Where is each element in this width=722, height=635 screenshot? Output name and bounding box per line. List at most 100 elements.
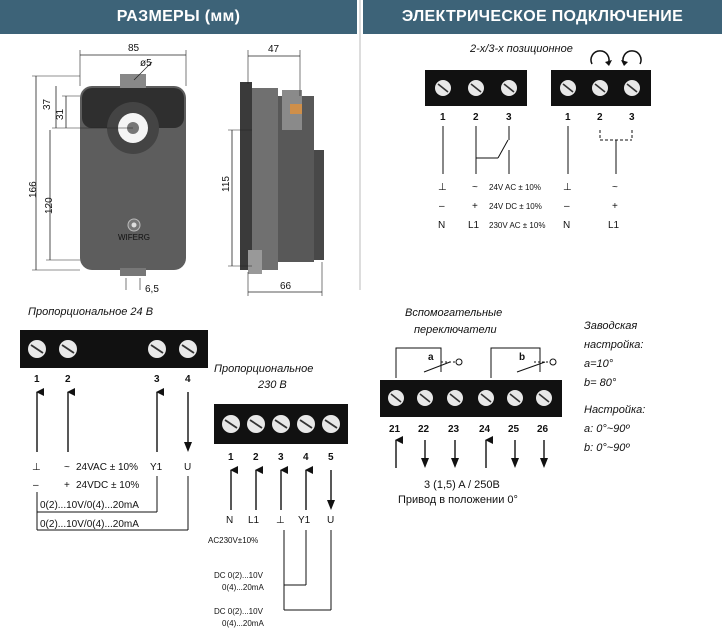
aux-term-21: 21 — [389, 424, 401, 435]
prop230-label-u: U — [327, 515, 334, 526]
prop230-label-n: N — [226, 515, 233, 526]
dim-166: 166 — [28, 181, 39, 198]
prop230-dc1-line2: 0(4)...20mA — [222, 583, 264, 592]
dim-47: 47 — [268, 44, 280, 55]
pos23-right-c1-r3: N — [563, 220, 570, 231]
settings-factory-1: Заводская — [584, 320, 637, 332]
prop24-signal-2: 0(2)...10V/0(4)...20mA — [40, 519, 139, 530]
pos23-left-c1-r2: – — [439, 201, 445, 212]
aux-switch-b: b — [519, 352, 525, 363]
aux-switch-a: a — [428, 352, 434, 363]
actuator-body-front — [80, 86, 186, 270]
prop24-spec-2: 24VDC ± 10% — [76, 480, 139, 491]
logo-text: WIFERG — [118, 233, 150, 242]
pos23-right-c2-r1: ~ — [612, 182, 618, 193]
dimensions-header: РАЗМЕРЫ (мм) — [0, 0, 357, 34]
dim-6-5: 6,5 — [145, 284, 159, 295]
prop24-screws — [28, 340, 197, 358]
pos23-right-term-1: 1 — [565, 112, 571, 123]
prop230-term-1: 1 — [228, 452, 234, 463]
prop230-dc2-line1: DC 0(2)...10V — [214, 607, 264, 616]
prop230-supply: AC230V±10% — [208, 536, 258, 545]
aux-terminal-block — [380, 380, 562, 417]
aux-term-22: 22 — [418, 424, 430, 435]
pos23-spec-2: 24V DC ± 10% — [489, 202, 542, 211]
prop230-screws — [222, 415, 340, 433]
aux-term-23: 23 — [448, 424, 460, 435]
rotate-ccw-icon — [622, 50, 642, 65]
prop24-u: U — [184, 462, 191, 473]
pos23-title: 2-х/3-х позиционное — [469, 43, 573, 55]
prop230-term-5: 5 — [328, 452, 334, 463]
electrical-header-text: ЭЛЕКТРИЧЕСКОЕ ПОДКЛЮЧЕНИЕ — [401, 8, 684, 25]
pos23-left-c2-r3: L1 — [468, 220, 480, 231]
pos23-spec-3: 230V AC ± 10% — [489, 221, 545, 230]
pos23-left-c1-r3: N — [438, 220, 445, 231]
aux-term-25: 25 — [508, 424, 520, 435]
pos23-right-c2-r3: L1 — [608, 220, 620, 231]
prop230-title-2: 230 В — [257, 379, 287, 391]
settings-factory-a: a=10° — [584, 358, 614, 370]
pos23-left-term-2: 2 — [473, 112, 479, 123]
pos23-left-screws — [435, 80, 517, 96]
pos23-spec-1: 24V AC ± 10% — [489, 183, 541, 192]
prop24-spec-1: 24VAC ± 10% — [76, 462, 138, 473]
pos23-right-c1-r2: – — [564, 201, 570, 212]
prop230-label-l1: L1 — [248, 515, 260, 526]
prop24-y1: Y1 — [150, 462, 163, 473]
dim-31: 31 — [55, 108, 66, 120]
prop230-label-gnd: ⊥ — [276, 515, 285, 526]
aux-screws — [388, 390, 552, 406]
pos23-right-screws — [560, 80, 640, 96]
prop230-term-4: 4 — [303, 452, 309, 463]
prop230-term-3: 3 — [278, 452, 284, 463]
prop24-term-1: 1 — [34, 374, 40, 385]
pos23-left-c2-r1: ~ — [472, 182, 478, 193]
prop24-term-4: 4 — [185, 374, 191, 385]
settings-adjust-b: b: 0°~90º — [584, 442, 630, 454]
aux-term-24: 24 — [479, 424, 491, 435]
pos23-right-c2-r2: + — [612, 201, 618, 212]
pos23-right-term-2: 2 — [597, 112, 603, 123]
dim-115: 115 — [221, 176, 232, 192]
side-view-drawing — [240, 82, 324, 274]
pos23-left-c2-r2: + — [472, 201, 478, 212]
dim-66: 66 — [280, 281, 292, 292]
dim-37: 37 — [42, 98, 53, 110]
dim-diameter: ø5 — [140, 58, 152, 69]
prop24-c1-r2: – — [33, 480, 39, 491]
electrical-header: ЭЛЕКТРИЧЕСКОЕ ПОДКЛЮЧЕНИЕ — [363, 0, 722, 34]
prop24-title: Пропорциональное 24 В — [28, 306, 153, 318]
pos23-right-c1-r1: ⊥ — [563, 182, 572, 193]
dimensions-header-text: РАЗМЕРЫ (мм) — [116, 8, 241, 25]
aux-rating: 3 (1,5) A / 250B — [424, 479, 500, 491]
pos23-left-c1-r1: ⊥ — [438, 182, 447, 193]
settings-factory-b: b= 80° — [584, 377, 617, 389]
rotate-cw-icon — [590, 50, 610, 65]
prop230-dc1-line1: DC 0(2)...10V — [214, 571, 264, 580]
prop24-terminal-block — [20, 330, 208, 368]
aux-position: Привод в положении 0° — [398, 494, 518, 506]
prop24-c2-r1: ~ — [64, 462, 70, 473]
prop230-term-2: 2 — [253, 452, 259, 463]
prop24-term-3: 3 — [154, 374, 160, 385]
aux-title-1: Вспомогательные — [405, 307, 502, 319]
prop230-dc2-line2: 0(4)...20mA — [222, 619, 264, 628]
settings-adjust-a: a: 0°~90º — [584, 423, 630, 435]
dim-85: 85 — [128, 43, 140, 54]
prop24-term-2: 2 — [65, 374, 71, 385]
aux-term-26: 26 — [537, 424, 549, 435]
settings-adjust: Настройка: — [584, 404, 645, 416]
pos23-left-term-3: 3 — [506, 112, 512, 123]
aux-title-2: переключатели — [414, 324, 497, 336]
prop24-c1-r1: ⊥ — [32, 462, 41, 473]
pos23-right-term-3: 3 — [629, 112, 635, 123]
prop24-signal-1: 0(2)...10V/0(4)...20mA — [40, 500, 139, 511]
front-view-drawing — [80, 74, 186, 276]
pos23-left-term-1: 1 — [440, 112, 446, 123]
dim-120: 120 — [44, 197, 55, 214]
prop230-label-y1: Y1 — [298, 515, 311, 526]
prop24-c2-r2: + — [64, 480, 70, 491]
settings-factory-2: настройка: — [584, 339, 643, 351]
